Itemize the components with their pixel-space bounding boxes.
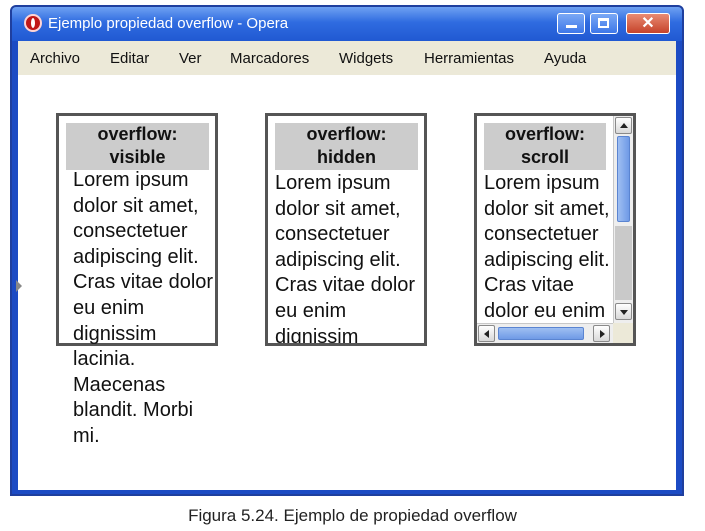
panel-toggle-arrow-icon[interactable] bbox=[16, 280, 22, 292]
figure-caption: Figura 5.24. Ejemplo de propiedad overfl… bbox=[188, 506, 517, 525]
overflow-hidden-text: Lorem ipsum dolor sit amet, consectetuer… bbox=[275, 172, 416, 343]
overflow-scroll-viewport[interactable]: Lorem ipsum dolor sit amet, consectetuer… bbox=[484, 171, 613, 323]
browser-window: Ejemplo propiedad overflow - Opera ✕ Arc… bbox=[10, 5, 684, 496]
menu-ayuda[interactable]: Ayuda bbox=[544, 50, 587, 67]
vertical-scroll-track[interactable] bbox=[615, 226, 632, 300]
title-bar[interactable]: Ejemplo propiedad overflow - Opera ✕ bbox=[12, 7, 682, 41]
box-heading: overflow: scroll bbox=[484, 123, 606, 170]
minimize-icon bbox=[566, 25, 577, 28]
arrow-down-icon bbox=[620, 310, 628, 315]
arrow-up-icon bbox=[620, 123, 628, 128]
maximize-icon bbox=[598, 18, 609, 28]
arrow-right-icon bbox=[600, 330, 605, 338]
overflow-hidden-box: overflow: hidden Lorem ipsum dolor sit a… bbox=[265, 113, 427, 346]
menu-herramientas[interactable]: Herramientas bbox=[424, 50, 515, 67]
menu-bar: Archivo Editar Ver Marcadores Widgets He… bbox=[18, 41, 676, 75]
box-heading: overflow: hidden bbox=[275, 123, 418, 170]
box-heading: overflow: visible bbox=[66, 123, 209, 170]
close-button[interactable]: ✕ bbox=[626, 13, 670, 34]
menu-editar[interactable]: Editar bbox=[110, 50, 150, 67]
vertical-scroll-thumb[interactable] bbox=[617, 136, 630, 222]
window-title: Ejemplo propiedad overflow - Opera bbox=[48, 15, 289, 32]
menu-archivo[interactable]: Archivo bbox=[30, 50, 81, 67]
menu-marcadores[interactable]: Marcadores bbox=[230, 50, 310, 67]
scroll-up-button[interactable] bbox=[615, 117, 632, 134]
horizontal-scrollbar[interactable] bbox=[477, 323, 613, 343]
overflow-hidden-clip: Lorem ipsum dolor sit amet, consectetuer… bbox=[275, 171, 421, 343]
close-icon: ✕ bbox=[641, 15, 655, 32]
scroll-right-button[interactable] bbox=[593, 325, 610, 342]
maximize-button[interactable] bbox=[590, 13, 618, 34]
menu-ver[interactable]: Ver bbox=[179, 50, 202, 67]
vertical-scrollbar[interactable] bbox=[613, 116, 633, 323]
scroll-left-button[interactable] bbox=[478, 325, 495, 342]
minimize-button[interactable] bbox=[557, 13, 585, 34]
overflow-visible-text: Lorem ipsum dolor sit amet, consectetuer… bbox=[73, 169, 214, 447]
page-content: overflow: visible Lorem ipsum dolor sit … bbox=[16, 75, 676, 490]
overflow-scroll-box: overflow: scroll Lorem ipsum dolor sit a… bbox=[474, 113, 636, 346]
opera-icon bbox=[24, 14, 42, 32]
arrow-left-icon bbox=[484, 330, 489, 338]
overflow-visible-box: overflow: visible bbox=[56, 113, 218, 346]
menu-widgets[interactable]: Widgets bbox=[339, 50, 394, 67]
scroll-down-button[interactable] bbox=[615, 303, 632, 320]
overflow-scroll-text: Lorem ipsum dolor sit amet, consectetuer… bbox=[484, 172, 610, 322]
horizontal-scroll-thumb[interactable] bbox=[498, 327, 584, 340]
scrollbar-corner bbox=[613, 323, 633, 343]
